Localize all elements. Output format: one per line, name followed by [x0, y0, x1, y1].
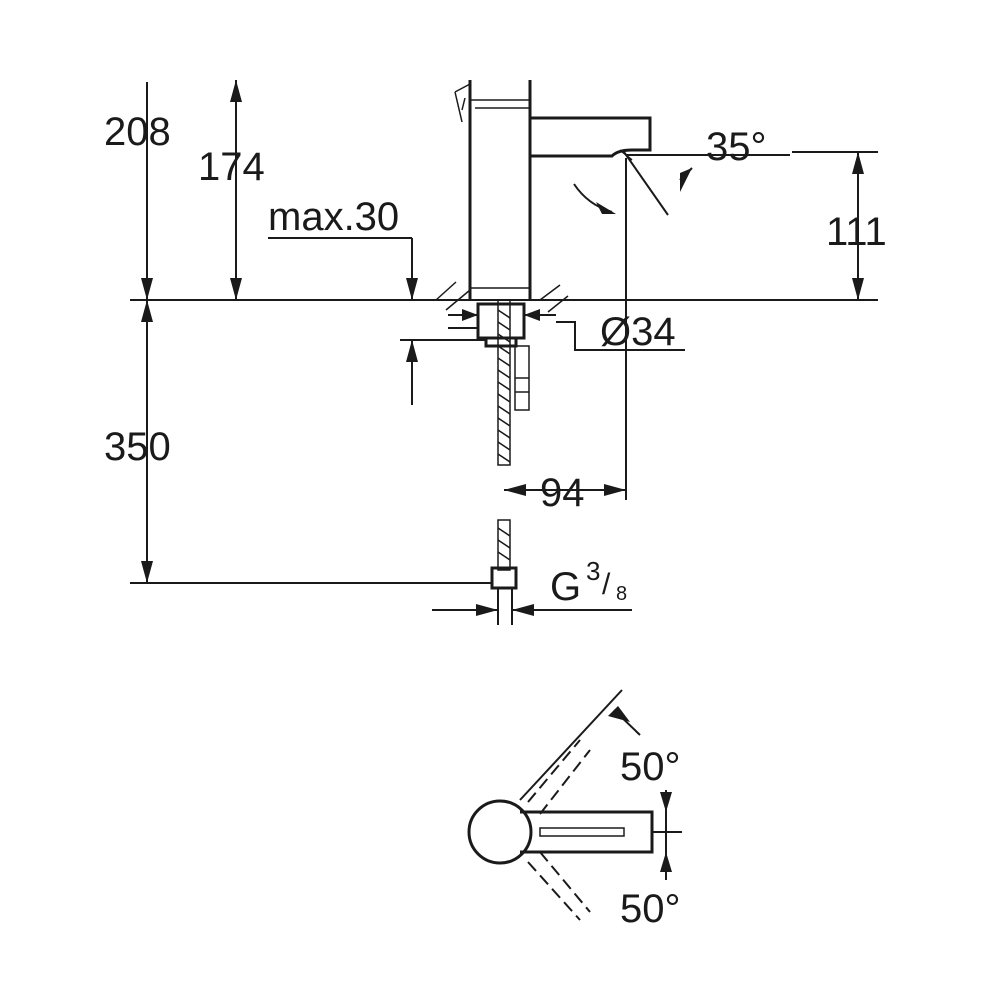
dim-max30-label: max.30 — [268, 195, 399, 239]
dim-35deg-label: 35° — [706, 125, 767, 169]
spout-angle-indicator — [573, 151, 790, 216]
dim-174-label: 174 — [198, 145, 265, 189]
lever-handle — [454, 83, 530, 123]
thread-numerator: 3 — [586, 556, 600, 586]
spout — [530, 116, 652, 161]
thread-denominator: 8 — [616, 583, 627, 605]
mounting-hardware — [435, 281, 685, 466]
hose-connector — [490, 519, 518, 625]
faucet-body — [454, 80, 532, 300]
dim-111-label: 111 — [826, 210, 887, 254]
dim-94-label: 94 — [540, 471, 585, 515]
dim-diameter-34-label: Ø34 — [600, 310, 676, 354]
thread-g-label: G — [550, 565, 581, 609]
side-elevation-view: 208 174 max.30 35° 111 Ø34 350 94 G 3 / … — [104, 80, 887, 625]
dim-350-label: 350 — [104, 425, 171, 469]
top-plan-view: 50° 50° — [467, 689, 682, 931]
thread-label: G 3 / 8 — [550, 556, 627, 609]
faucet-body-circle — [467, 799, 533, 865]
thread-slash: / — [602, 568, 611, 601]
rotation-top-label: 50° — [620, 745, 681, 789]
dim-208-label: 208 — [104, 110, 171, 154]
rotation-bottom-label: 50° — [620, 887, 681, 931]
